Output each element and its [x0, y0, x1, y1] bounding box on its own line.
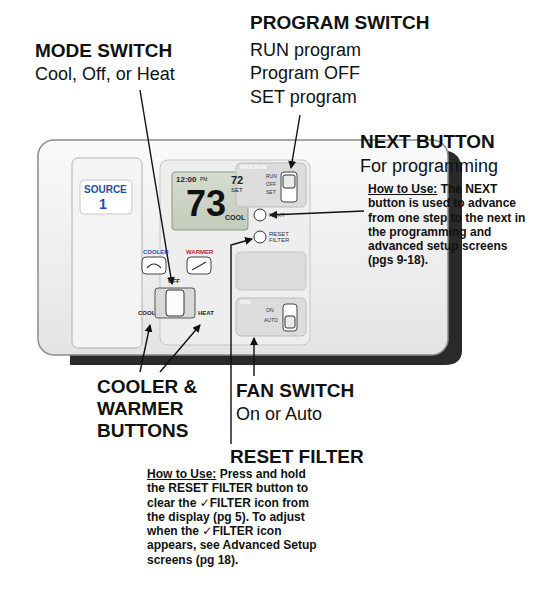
button-label: WARMER — [186, 249, 213, 255]
mode-switch-track — [155, 288, 195, 318]
warmer-button — [187, 257, 211, 274]
blank-panel — [236, 252, 306, 290]
callout-heading: FAN SWITCH — [236, 380, 354, 402]
cooler-button — [142, 257, 166, 274]
how-to-use-note: How to Use: The NEXT button is used to a… — [368, 182, 532, 268]
callout-text: SET program — [250, 87, 357, 108]
logo-tab — [72, 158, 142, 348]
button-label: COOLER — [143, 249, 169, 255]
switch-label: OFF — [168, 278, 180, 284]
note-heading: How to Use: — [147, 467, 216, 481]
program-panel — [236, 163, 306, 207]
switch-label: AUTO — [264, 318, 278, 323]
lcd-ampm: PM — [200, 177, 208, 182]
reset-filter-button — [254, 231, 266, 243]
note-heading: How to Use: — [368, 182, 437, 196]
callout-heading: RESET FILTER — [230, 446, 364, 468]
logo-number: 1 — [99, 196, 107, 212]
lcd-time: 12:00 — [176, 175, 196, 184]
program-switch — [281, 172, 297, 202]
logo-badge — [80, 180, 132, 214]
note-text: Press and hold the RESET FILTER button t… — [147, 467, 317, 567]
lcd-temperature: 73 — [186, 183, 226, 224]
lcd-setpoint: 72 — [231, 174, 243, 187]
switch-label: OFF — [266, 182, 276, 187]
fan-panel — [236, 298, 306, 336]
switch-label: RUN — [266, 174, 277, 179]
callout-heading: PROGRAM SWITCH — [250, 12, 429, 34]
panel-label: FAN — [240, 300, 250, 305]
next-button — [254, 209, 266, 221]
lcd-mode: COOL — [225, 214, 245, 221]
callout-text: Program OFF — [250, 63, 360, 84]
switch-label: ON — [266, 308, 274, 313]
callout-text: RUN program — [250, 40, 361, 61]
logo-text: SOURCE — [84, 184, 127, 196]
button-label: RESET FILTER — [269, 231, 289, 244]
switch-label: SET — [266, 190, 276, 195]
callout-heading: COOLER & WARMER BUTTONS — [97, 376, 217, 442]
switch-label: COOL — [138, 310, 155, 316]
switch-label: HEAT — [198, 310, 214, 316]
callout-heading: NEXT BUTTON — [360, 131, 495, 153]
mode-switch-knob — [166, 290, 184, 316]
button-label: NEXT — [269, 212, 285, 218]
callout-text: Cool, Off, or Heat — [35, 64, 175, 85]
how-to-use-note: How to Use: Press and hold the RESET FIL… — [147, 467, 325, 567]
callout-heading: MODE SWITCH — [35, 40, 172, 62]
callout-text: On or Auto — [236, 404, 322, 425]
callout-text: For programming — [360, 156, 498, 177]
panel-label: PROGRAM — [240, 165, 266, 170]
lcd-set: SET — [231, 187, 243, 193]
fan-switch — [283, 304, 297, 331]
